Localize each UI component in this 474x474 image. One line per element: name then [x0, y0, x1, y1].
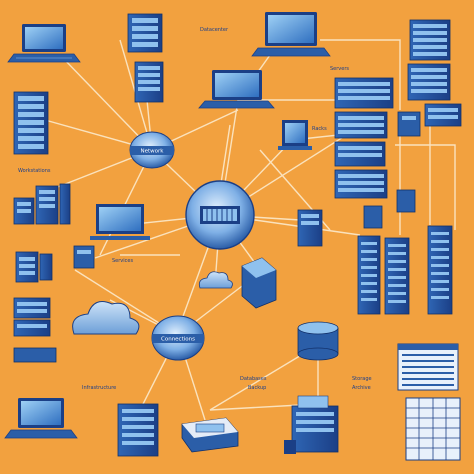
- label-bottom-mid-b: Backup: [248, 385, 266, 391]
- server-tower-icon: [297, 189, 416, 247]
- label-cloud-mid: Services: [112, 258, 133, 264]
- label-top-right: Servers: [330, 66, 349, 72]
- database-icon: [297, 321, 339, 361]
- hub-top-label: Network: [141, 149, 165, 155]
- server-rack-icon: [13, 91, 49, 155]
- server-rack-icon: [357, 225, 453, 315]
- server-cluster-icon: [15, 245, 95, 283]
- server-rack-icon: [117, 403, 159, 457]
- cable: [320, 39, 401, 110]
- server-stack-icon: [407, 19, 451, 101]
- server-cluster-icon: [13, 183, 71, 225]
- server-tower-icon: [134, 61, 164, 103]
- laptop-icon: [7, 24, 81, 63]
- cable: [59, 54, 153, 151]
- laptop-icon: [4, 398, 78, 439]
- server-cluster-icon: [13, 297, 57, 363]
- monitor-icon: [90, 204, 150, 240]
- data-table-panel-icon: [397, 343, 459, 391]
- monitor-icon: [278, 120, 312, 150]
- label-bottom-mid: Databases: [240, 376, 267, 382]
- server-stack-icon: [334, 77, 394, 199]
- server-unit-icon: [284, 395, 339, 454]
- label-bottom-left: Infrastructure: [82, 385, 116, 391]
- storage-box-icon: [241, 257, 277, 309]
- hub-node-top: Network: [129, 131, 175, 169]
- laptop-icon: [251, 12, 331, 57]
- hub-node-bottom: Connections: [151, 315, 205, 361]
- laptop-icon: [198, 70, 275, 109]
- cable: [219, 124, 231, 191]
- network-switch-icon: [181, 417, 239, 453]
- label-top-center: Datacenter: [200, 27, 229, 33]
- label-right-mid: Racks: [312, 126, 327, 132]
- hub-bottom-label: Connections: [161, 337, 195, 343]
- data-grid-panel-icon: [405, 397, 461, 461]
- cable: [209, 404, 301, 411]
- label-bottom-right: Storage: [352, 376, 372, 382]
- label-bottom-right-b: Archive: [352, 385, 371, 391]
- cloud-icon: [198, 271, 233, 289]
- server-tower-icon: [127, 13, 163, 53]
- central-hub: [185, 180, 255, 250]
- cable: [395, 144, 456, 230]
- label-left-mid: Workstations: [18, 168, 51, 174]
- server-stack-icon: [397, 103, 462, 137]
- cloud-icon: [72, 301, 140, 335]
